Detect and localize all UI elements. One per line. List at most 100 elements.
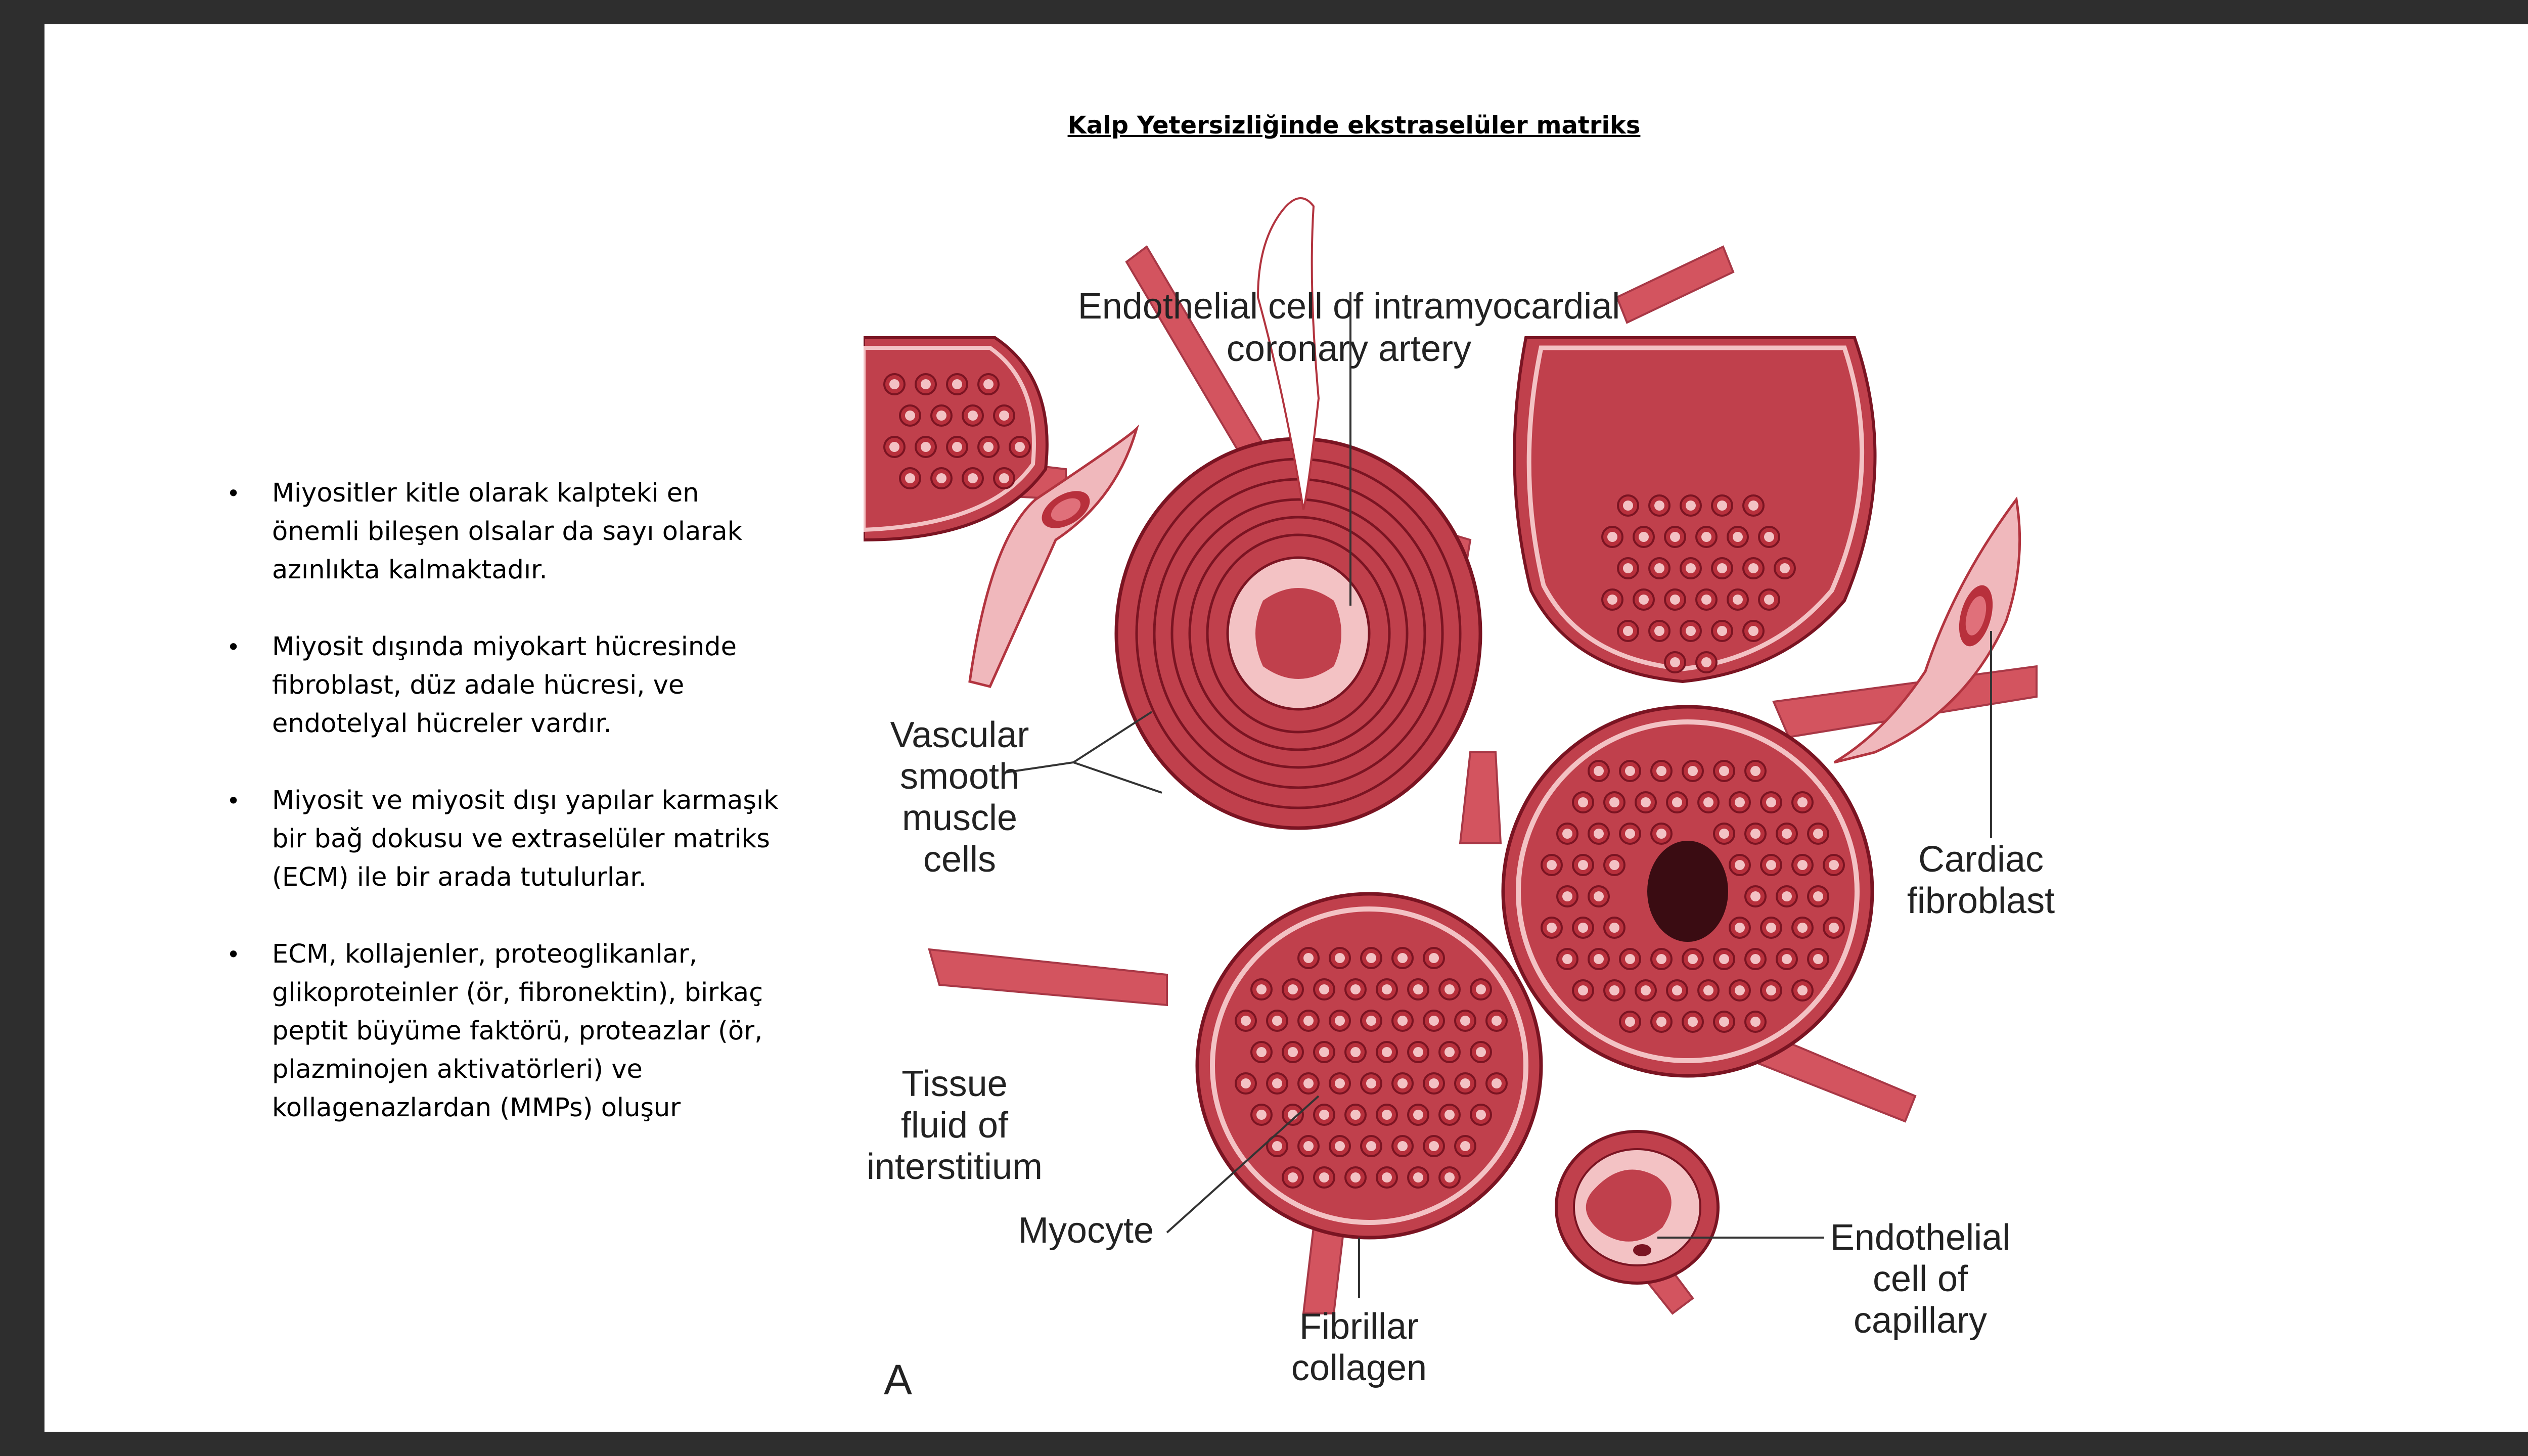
myofibril-dot-core xyxy=(1813,891,1823,901)
myofibril-dot-core xyxy=(1397,1141,1408,1151)
myofibril-dot-core xyxy=(1782,891,1792,901)
bullet-text: ECM, kollajenler, proteoglikanlar, gliko… xyxy=(272,939,763,1123)
myofibril-dot-core xyxy=(999,411,1009,421)
myofibril-dot-core xyxy=(1750,891,1760,901)
myofibril-dot-core xyxy=(1413,1110,1423,1120)
myofibril-dot-core xyxy=(1335,1141,1345,1151)
myofibril-dot-core xyxy=(1780,563,1790,573)
myofibril-dot-core xyxy=(1015,442,1025,452)
label-cardiac-line2: fibroblast xyxy=(1907,881,2055,921)
myofibril-dot-core xyxy=(1476,1110,1486,1120)
label-vascular-line3: muscle xyxy=(902,798,1017,838)
myofibril-dot-core xyxy=(1382,1172,1392,1182)
myofibril-dot-core xyxy=(1444,1110,1455,1120)
myofibril-dot-core xyxy=(1413,1172,1423,1182)
label-endothelial-artery-line1: Endothelial cell of intramyocardial xyxy=(1078,286,1620,327)
myocyte-bottom xyxy=(1195,892,1543,1240)
myofibril-dot-core xyxy=(1656,829,1666,839)
myofibril-dot-core xyxy=(1607,595,1617,605)
myofibril-dot-core xyxy=(1288,984,1298,994)
myofibril-dot-core xyxy=(1670,532,1680,542)
myofibril-dot-core xyxy=(1735,860,1745,870)
myofibril-dot-core xyxy=(1303,1141,1314,1151)
myofibril-dot-core xyxy=(1639,532,1649,542)
myofibril-dot-core xyxy=(1656,766,1666,776)
myofibril-dot-core xyxy=(1397,1016,1408,1026)
label-panel-a: A xyxy=(884,1356,912,1403)
myofibril-dot-core xyxy=(1733,532,1743,542)
myofibril-dot-core xyxy=(1717,563,1727,573)
myofibril-dot-core xyxy=(1460,1141,1470,1151)
myofibril-dot-core xyxy=(1350,1110,1361,1120)
myofibril-dot-core xyxy=(921,442,931,452)
myocardium-illustration: Endothelial cell of intramyocardial coro… xyxy=(864,186,2107,1409)
label-cardiac-line1: Cardiac xyxy=(1918,839,2044,880)
myofibril-dot-core xyxy=(1609,797,1619,807)
myofibril-dot-core xyxy=(1319,1110,1329,1120)
myofibril-dot-core xyxy=(983,379,994,389)
myofibril-dot-core xyxy=(1670,595,1680,605)
myofibril-dot-core xyxy=(1460,1016,1470,1026)
label-myocyte: Myocyte xyxy=(1018,1210,1154,1251)
myofibril-dot-core xyxy=(1272,1078,1282,1088)
myofibril-dot-core xyxy=(1366,1141,1376,1151)
myofibril-dot-core xyxy=(1476,1047,1486,1057)
myofibril-dot-core xyxy=(1476,984,1486,994)
myofibril-dot-core xyxy=(1782,829,1792,839)
myofibril-dot-core xyxy=(936,411,946,421)
myofibril-dot-core xyxy=(1578,860,1588,870)
myofibril-dot-core xyxy=(1623,626,1633,636)
myofibril-dot-core xyxy=(1625,954,1635,964)
myofibril-dot-core xyxy=(1609,860,1619,870)
myofibril-dot-core xyxy=(1766,923,1776,933)
myofibril-dot-core xyxy=(1460,1078,1470,1088)
myofibril-dot-core xyxy=(1656,1017,1666,1027)
myofibril-dot-core xyxy=(968,473,978,483)
myofibril-dot-core xyxy=(1797,923,1808,933)
myofibril-dot-core xyxy=(1625,829,1635,839)
myofibril-dot-core xyxy=(1625,766,1635,776)
myofibril-dot-core xyxy=(1797,797,1808,807)
myofibril-dots xyxy=(883,373,1845,1189)
myofibril-dot-core xyxy=(1750,829,1760,839)
myofibril-dot-core xyxy=(1703,985,1713,995)
myofibril-dot-core xyxy=(1625,1017,1635,1027)
myofibril-dot-core xyxy=(1813,954,1823,964)
myofibril-dot-core xyxy=(1256,1110,1267,1120)
myofibril-dot-core xyxy=(1578,797,1588,807)
myofibril-dot-core xyxy=(1639,595,1649,605)
myofibril-dot-core xyxy=(1366,953,1376,963)
myofibril-dot-core xyxy=(1335,1078,1345,1088)
myofibril-dot-core xyxy=(1748,626,1758,636)
myofibril-dot-core xyxy=(1735,985,1745,995)
bullet-text: Miyositler kitle olarak kalpteki en önem… xyxy=(272,478,743,585)
myofibril-dot-core xyxy=(1701,595,1711,605)
myofibril-dot-core xyxy=(1829,860,1839,870)
myofibril-dot-core xyxy=(1382,1110,1392,1120)
myofibril-dot-core xyxy=(1382,984,1392,994)
myofibril-dot-core xyxy=(1733,595,1743,605)
myofibril-dot-core xyxy=(1609,923,1619,933)
myofibril-dot-core xyxy=(1319,1047,1329,1057)
myofibril-dot-core xyxy=(1750,766,1760,776)
bullet-dot-icon: • xyxy=(227,941,241,968)
myofibril-dot-core xyxy=(1578,923,1588,933)
myofibril-dot-core xyxy=(1366,1016,1376,1026)
myofibril-dot-core xyxy=(1413,984,1423,994)
myofibril-dot-core xyxy=(1764,532,1774,542)
label-fibrillar-line2: collagen xyxy=(1291,1348,1427,1388)
myofibril-dot-core xyxy=(1654,626,1664,636)
myofibril-dot-core xyxy=(1594,891,1604,901)
myofibril-dot-core xyxy=(1688,766,1698,776)
myofibril-dot-core xyxy=(1688,1017,1698,1027)
myofibril-dot-core xyxy=(936,473,946,483)
bullet-item: •Miyosit dışında miyokart hücresinde fib… xyxy=(227,628,828,743)
label-tissue-line1: Tissue xyxy=(901,1064,1007,1104)
myofibril-dot-core xyxy=(1623,563,1633,573)
bullet-item: • ECM, kollajenler, proteoglikanlar, glik… xyxy=(227,935,828,1127)
label-endo-cap-line3: capillary xyxy=(1854,1300,1987,1341)
myofibril-dot-core xyxy=(921,379,931,389)
myocardium-svg: Endothelial cell of intramyocardial coro… xyxy=(864,197,2055,1403)
myofibril-dot-core xyxy=(1303,953,1314,963)
myofibril-dot-core xyxy=(1686,500,1696,511)
